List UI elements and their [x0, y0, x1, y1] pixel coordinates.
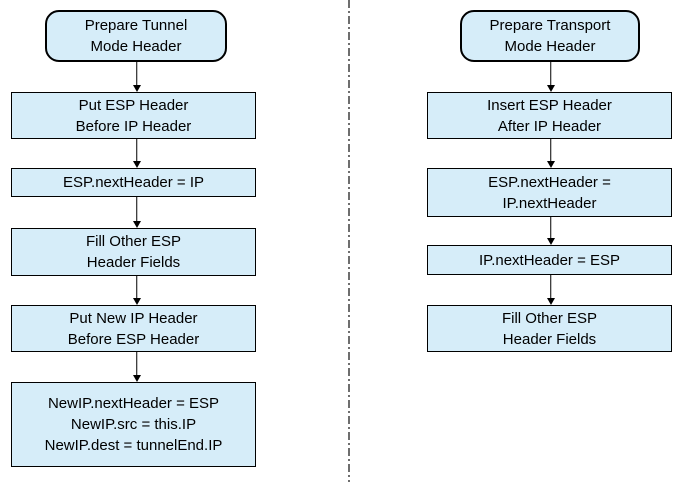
step-put-new-ip-header-before-esp-header: Put New IP Header Before ESP Header	[11, 305, 256, 352]
divider-line	[348, 0, 350, 482]
down-arrow	[132, 276, 141, 305]
down-arrow	[546, 217, 555, 245]
step-esp-nextheader-equals-ip: ESP.nextHeader = IP	[11, 168, 256, 197]
step-ip-nextheader-equals-esp: IP.nextHeader = ESP	[427, 245, 672, 275]
step-insert-esp-header-after-ip-header: Insert ESP Header After IP Header	[427, 92, 672, 139]
down-arrow	[546, 275, 555, 305]
down-arrow	[132, 139, 141, 168]
step-fill-other-esp-header-fields-transport: Fill Other ESP Header Fields	[427, 305, 672, 352]
step-newip-assignments: NewIP.nextHeader = ESP NewIP.src = this.…	[11, 382, 256, 467]
down-arrow	[132, 197, 141, 228]
step-fill-other-esp-header-fields-tunnel: Fill Other ESP Header Fields	[11, 228, 256, 276]
terminator-prepare-transport-mode-header: Prepare Transport Mode Header	[460, 10, 640, 62]
down-arrow	[546, 62, 555, 92]
terminator-prepare-tunnel-mode-header: Prepare Tunnel Mode Header	[45, 10, 227, 62]
down-arrow	[132, 352, 141, 382]
down-arrow	[132, 62, 141, 92]
step-esp-nextheader-equals-ip-nextheader: ESP.nextHeader = IP.nextHeader	[427, 168, 672, 217]
down-arrow	[546, 139, 555, 168]
step-put-esp-header-before-ip-header: Put ESP Header Before IP Header	[11, 92, 256, 139]
